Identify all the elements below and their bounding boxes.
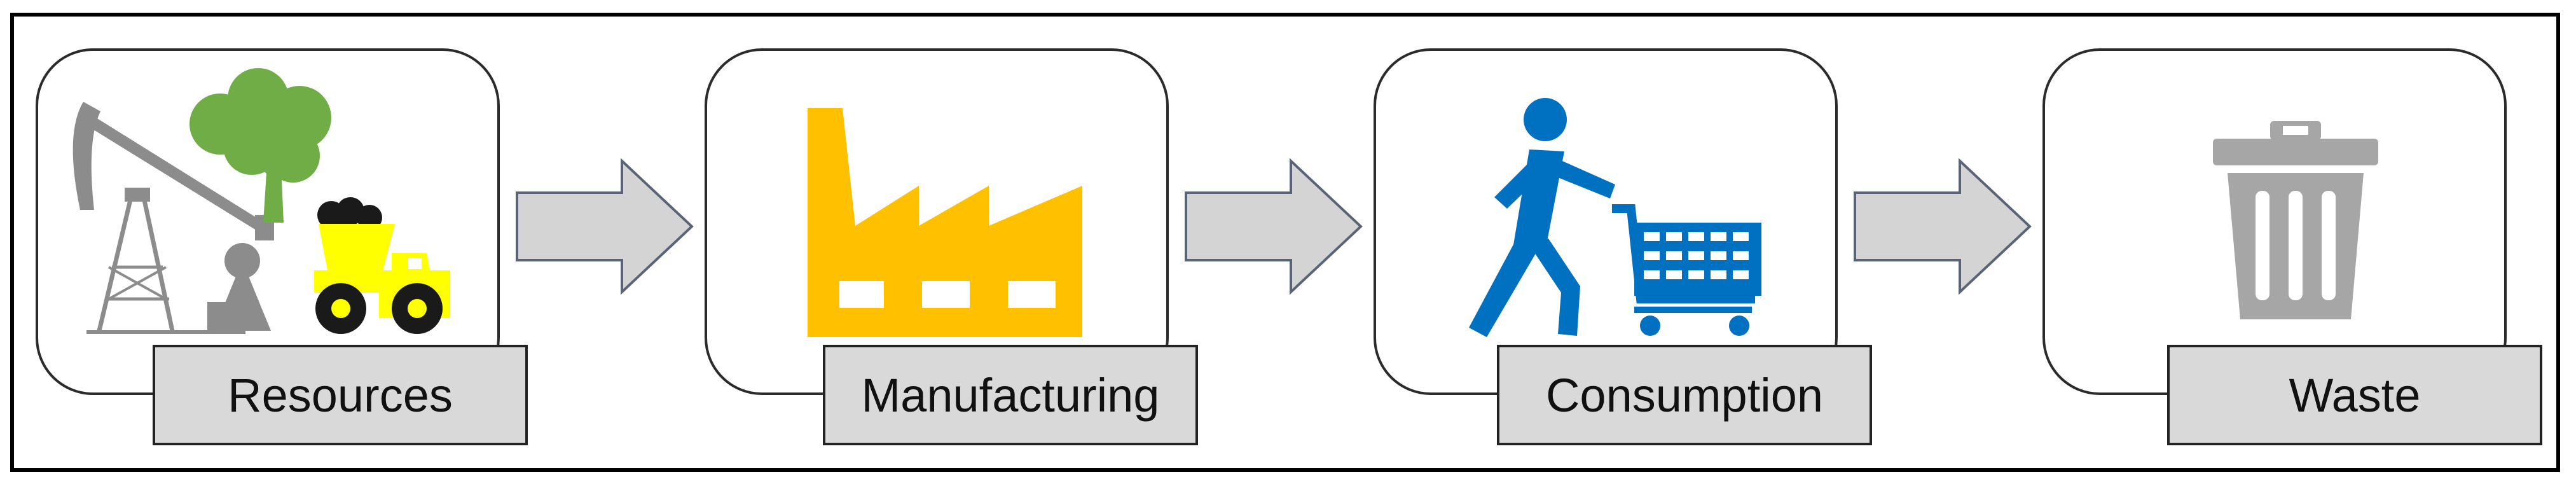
shopper-with-cart-icon: [1469, 98, 1761, 337]
stage-label-resources: Resources: [153, 345, 528, 445]
stage-label-consumption: Consumption: [1497, 345, 1872, 445]
flow-arrow-icon: [516, 158, 694, 295]
trash-can-icon: [2213, 121, 2378, 319]
diagram-frame: [10, 13, 2560, 472]
stage-label-waste: Waste: [2167, 345, 2542, 445]
factory-icon: [808, 108, 1082, 337]
flow-arrow-icon: [1854, 158, 2032, 295]
stage-label-manufacturing: Manufacturing: [823, 345, 1198, 445]
oil-pump-jack-icon: [72, 102, 274, 334]
coal-truck-icon: [314, 197, 450, 334]
walking-person-icon: [1469, 98, 1615, 337]
shopping-cart-icon: [1612, 204, 1761, 336]
stage-card-consumption: [1374, 48, 1838, 395]
tree-icon: [189, 68, 331, 223]
resources-icon: [72, 68, 450, 334]
flow-arrow-icon: [1185, 158, 1363, 295]
